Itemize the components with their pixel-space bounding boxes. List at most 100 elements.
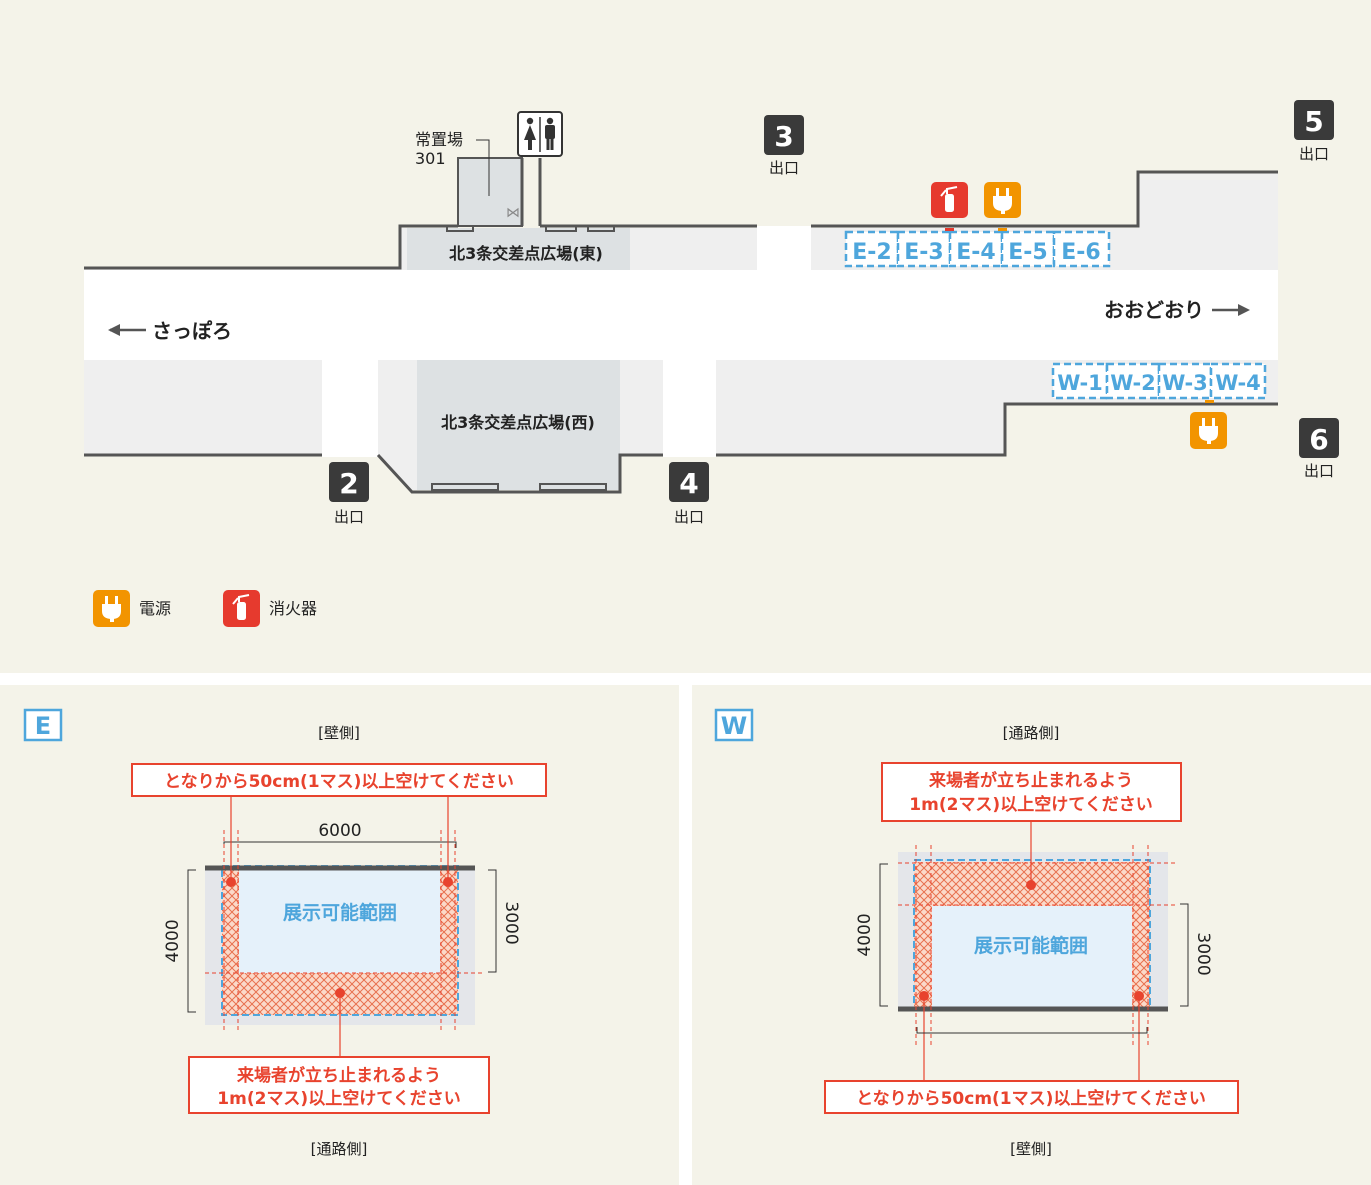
exit-number: 6 <box>1309 423 1328 456</box>
panel-w-neighbor-note <box>824 1080 1239 1114</box>
booth-label: E-2 <box>852 240 891 265</box>
exit-label: 出口 <box>1299 145 1329 163</box>
to-sapporo-label: さっぽろ <box>152 319 232 343</box>
exit-2: 2 出口 <box>329 462 369 526</box>
panel-w-top-side: [通路側] <box>1003 724 1060 742</box>
booth-w-1[interactable]: W-1 <box>1051 362 1109 400</box>
marker-dot <box>919 991 929 1001</box>
plaza-west <box>417 360 620 490</box>
plaza-west-label: 北3条交差点広場(西) <box>441 413 595 432</box>
booth-w-3[interactable]: W-3 <box>1157 362 1213 400</box>
exit-3-passage <box>757 226 811 270</box>
panel-e-area-label: 展示可能範囲 <box>283 901 397 924</box>
legend: 電源 消火器 <box>93 590 317 627</box>
exit-badge <box>1299 418 1339 458</box>
storage-label: 常置場 <box>415 130 463 149</box>
booth-label: E-6 <box>1061 240 1100 265</box>
power-outlet-icon <box>984 182 1021 231</box>
svg-text:来場者が立ち止まれるよう: 来場者が立ち止まれるよう <box>236 1065 441 1086</box>
exit-label: 出口 <box>769 159 799 177</box>
booth-e-2[interactable]: E-2 <box>844 230 900 268</box>
plaza-east <box>407 228 630 270</box>
panel-w-width-dimension <box>916 1027 1148 1034</box>
exit-2-passage <box>322 360 378 457</box>
panel-w-depth-outer: 4000 <box>855 913 875 956</box>
panel-w-area-label: 展示可能範囲 <box>974 934 1088 957</box>
booth-w-2[interactable]: W-2 <box>1105 362 1161 400</box>
booth-e-5[interactable]: E-5 <box>1000 230 1056 268</box>
panel-w-exhibit-area <box>932 906 1132 1007</box>
exit-3: 3 出口 <box>764 115 804 177</box>
marker-dot <box>443 877 453 887</box>
booth-label: W-4 <box>1215 371 1261 395</box>
exit-badge <box>329 462 369 502</box>
plaza-east-label: 北3条交差点広場(東) <box>449 244 603 263</box>
panel-e-exhibit-area <box>239 869 440 973</box>
exit-label: 出口 <box>1304 462 1334 480</box>
extinguisher-icon <box>931 182 968 231</box>
power-outlet-icon <box>1190 400 1227 449</box>
arrow-right-icon <box>1212 304 1250 316</box>
legend-extinguisher-label: 消火器 <box>269 599 317 618</box>
legend-power: 電源 <box>93 590 171 627</box>
booth-w-4[interactable]: W-4 <box>1209 362 1267 400</box>
booth-e-4[interactable]: E-4 <box>948 230 1004 268</box>
arrow-left-icon <box>108 324 146 336</box>
booth-label: E-4 <box>956 240 995 265</box>
booth-label: E-5 <box>1008 240 1047 265</box>
to-odori-label: おおどおり <box>1104 298 1204 322</box>
east-booths: E-2 E-3 E-4 E-5 E-6 <box>844 230 1111 268</box>
panel-e-guide-lines <box>205 830 485 1030</box>
booth-label: W-2 <box>1110 371 1156 395</box>
booth-label: E-3 <box>904 240 943 265</box>
panel-w-depth-inner: 3000 <box>1193 932 1213 975</box>
restroom-icon <box>517 111 563 157</box>
exit-number: 5 <box>1304 105 1323 138</box>
svg-text:1m(2マス)以上空けてください: 1m(2マス)以上空けてください <box>217 1088 460 1109</box>
panel-e-bottom-side: [通路側] <box>311 1140 368 1158</box>
panel-w-guide-lines <box>898 845 1175 1048</box>
svg-text:となりから50cm(1マス)以上空けてください: となりから50cm(1マス)以上空けてください <box>164 771 514 792</box>
svg-text:E: E <box>35 712 51 740</box>
panel-w-bottom-side: [壁側] <box>1010 1140 1052 1158</box>
exit-badge <box>669 462 709 502</box>
door-swing-icon: ⋈ <box>506 205 520 221</box>
panel-e-depth-outer: 4000 <box>163 919 183 962</box>
storage-leader-line <box>476 139 490 196</box>
marker-dot <box>335 988 345 998</box>
exit-number: 2 <box>339 467 358 500</box>
svg-text:来場者が立ち止まれるよう: 来場者が立ち止まれるよう <box>928 770 1133 791</box>
main-passage <box>84 270 1278 360</box>
panel-w-visitor-note <box>881 762 1182 822</box>
svg-text:1m(2マス)以上空けてください: 1m(2マス)以上空けてください <box>909 794 1152 815</box>
storage-number: 301 <box>415 149 446 168</box>
panel-e-neighbor-note <box>131 763 547 797</box>
marker-dot <box>1026 880 1036 890</box>
wall-ledges <box>431 225 615 491</box>
booth-label: W-3 <box>1162 371 1208 395</box>
booth-e-3[interactable]: E-3 <box>896 230 952 268</box>
panel-w-badge <box>714 708 754 742</box>
legend-extinguisher: 消火器 <box>223 590 317 627</box>
exit-number: 4 <box>679 467 698 500</box>
marker-dot <box>1134 991 1144 1001</box>
exit-badge <box>1294 100 1334 140</box>
walls <box>84 158 1278 494</box>
west-booths: W-1 W-2 W-3 W-4 <box>1051 362 1267 400</box>
exit-label: 出口 <box>674 508 704 526</box>
svg-text:W: W <box>721 712 747 740</box>
exit-5: 5 出口 <box>1294 100 1334 163</box>
panel-e: E [壁側] となりから50cm(1マス)以上空けてください 6000 展示可能… <box>23 708 547 1158</box>
panel-e-visitor-note <box>188 1056 490 1114</box>
exit-4: 4 出口 <box>669 462 709 526</box>
booth-e-6[interactable]: E-6 <box>1052 230 1111 268</box>
south-corridor <box>84 360 1278 490</box>
legend-power-label: 電源 <box>139 599 171 618</box>
panel-e-badge <box>23 708 63 742</box>
exit-number: 3 <box>774 120 793 153</box>
svg-text:となりから50cm(1マス)以上空けてください: となりから50cm(1マス)以上空けてください <box>856 1088 1206 1109</box>
panel-e-depth-inner: 3000 <box>501 901 521 944</box>
panel-e-width-label: 6000 <box>318 821 361 841</box>
